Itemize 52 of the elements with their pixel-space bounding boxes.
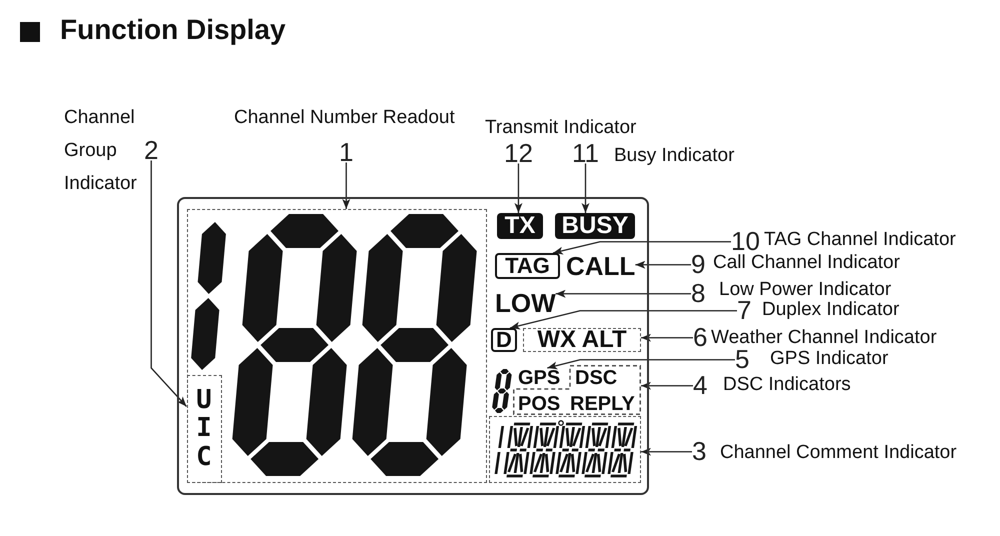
indicator-label: GPS — [518, 368, 560, 388]
dashed-region — [187, 209, 487, 483]
boxed-indicator: TAG — [495, 253, 560, 279]
leader-line — [641, 334, 693, 342]
callout-number: 12 — [504, 144, 533, 164]
callout-label: Busy Indicator — [614, 146, 734, 165]
callout-label: Channel Group Indicator — [64, 106, 138, 196]
callout-number: 6 — [693, 328, 708, 348]
callout-label: Channel Number Readout — [234, 108, 455, 127]
dashed-region — [513, 365, 641, 415]
callout-label: Weather Channel Indicator — [711, 328, 937, 347]
leader-line — [641, 382, 693, 390]
leader-line — [641, 448, 692, 456]
leader-line — [635, 260, 691, 269]
callout-number: 8 — [691, 284, 706, 304]
leader-line — [556, 290, 691, 298]
dashed-indicator-box: WX ALT — [523, 328, 641, 352]
callout-label: Duplex Indicator — [762, 300, 900, 319]
indicator-label: REPLY — [570, 394, 635, 414]
callout-number: 3 — [692, 442, 706, 462]
leader-line — [150, 160, 187, 407]
callout-number: 2 — [144, 141, 158, 160]
leader-line — [514, 164, 522, 213]
indicator-label: DSC — [575, 368, 618, 388]
inverted-indicator-badge: BUSY — [555, 213, 635, 239]
callout-number: 9 — [691, 255, 706, 274]
callout-number: 5 — [735, 350, 750, 370]
callout-label: DSC Indicators — [723, 375, 851, 394]
dashed-indicator-box: UIC — [186, 374, 222, 482]
leader-line — [582, 164, 590, 213]
callout-number: 10 — [731, 232, 760, 252]
title: Function Display — [60, 16, 286, 44]
leader-line — [342, 162, 350, 209]
indicator-label: POS — [518, 394, 560, 414]
leader-line — [547, 359, 735, 370]
callout-label: Low Power Indicator — [719, 280, 892, 299]
callout-label: Transmit Indicator — [485, 118, 636, 137]
callout-number: 4 — [693, 376, 708, 396]
indicator-label: CALL — [566, 253, 636, 279]
callout-number: 11 — [572, 144, 599, 164]
callout-label: Call Channel Indicator — [713, 253, 900, 272]
lcd-frame — [177, 197, 649, 495]
leader-line — [552, 241, 731, 255]
callout-number: 7 — [737, 301, 752, 320]
inverted-indicator-badge: TX — [497, 213, 543, 239]
callout-label: GPS Indicator — [770, 349, 888, 368]
indicator-label: LOW — [495, 290, 556, 316]
callout-number: 1 — [339, 143, 354, 162]
boxed-indicator: D — [491, 328, 517, 352]
callout-label: Channel Comment Indicator — [720, 443, 957, 462]
leader-line — [510, 310, 737, 330]
callout-label: TAG Channel Indicator — [764, 230, 956, 249]
